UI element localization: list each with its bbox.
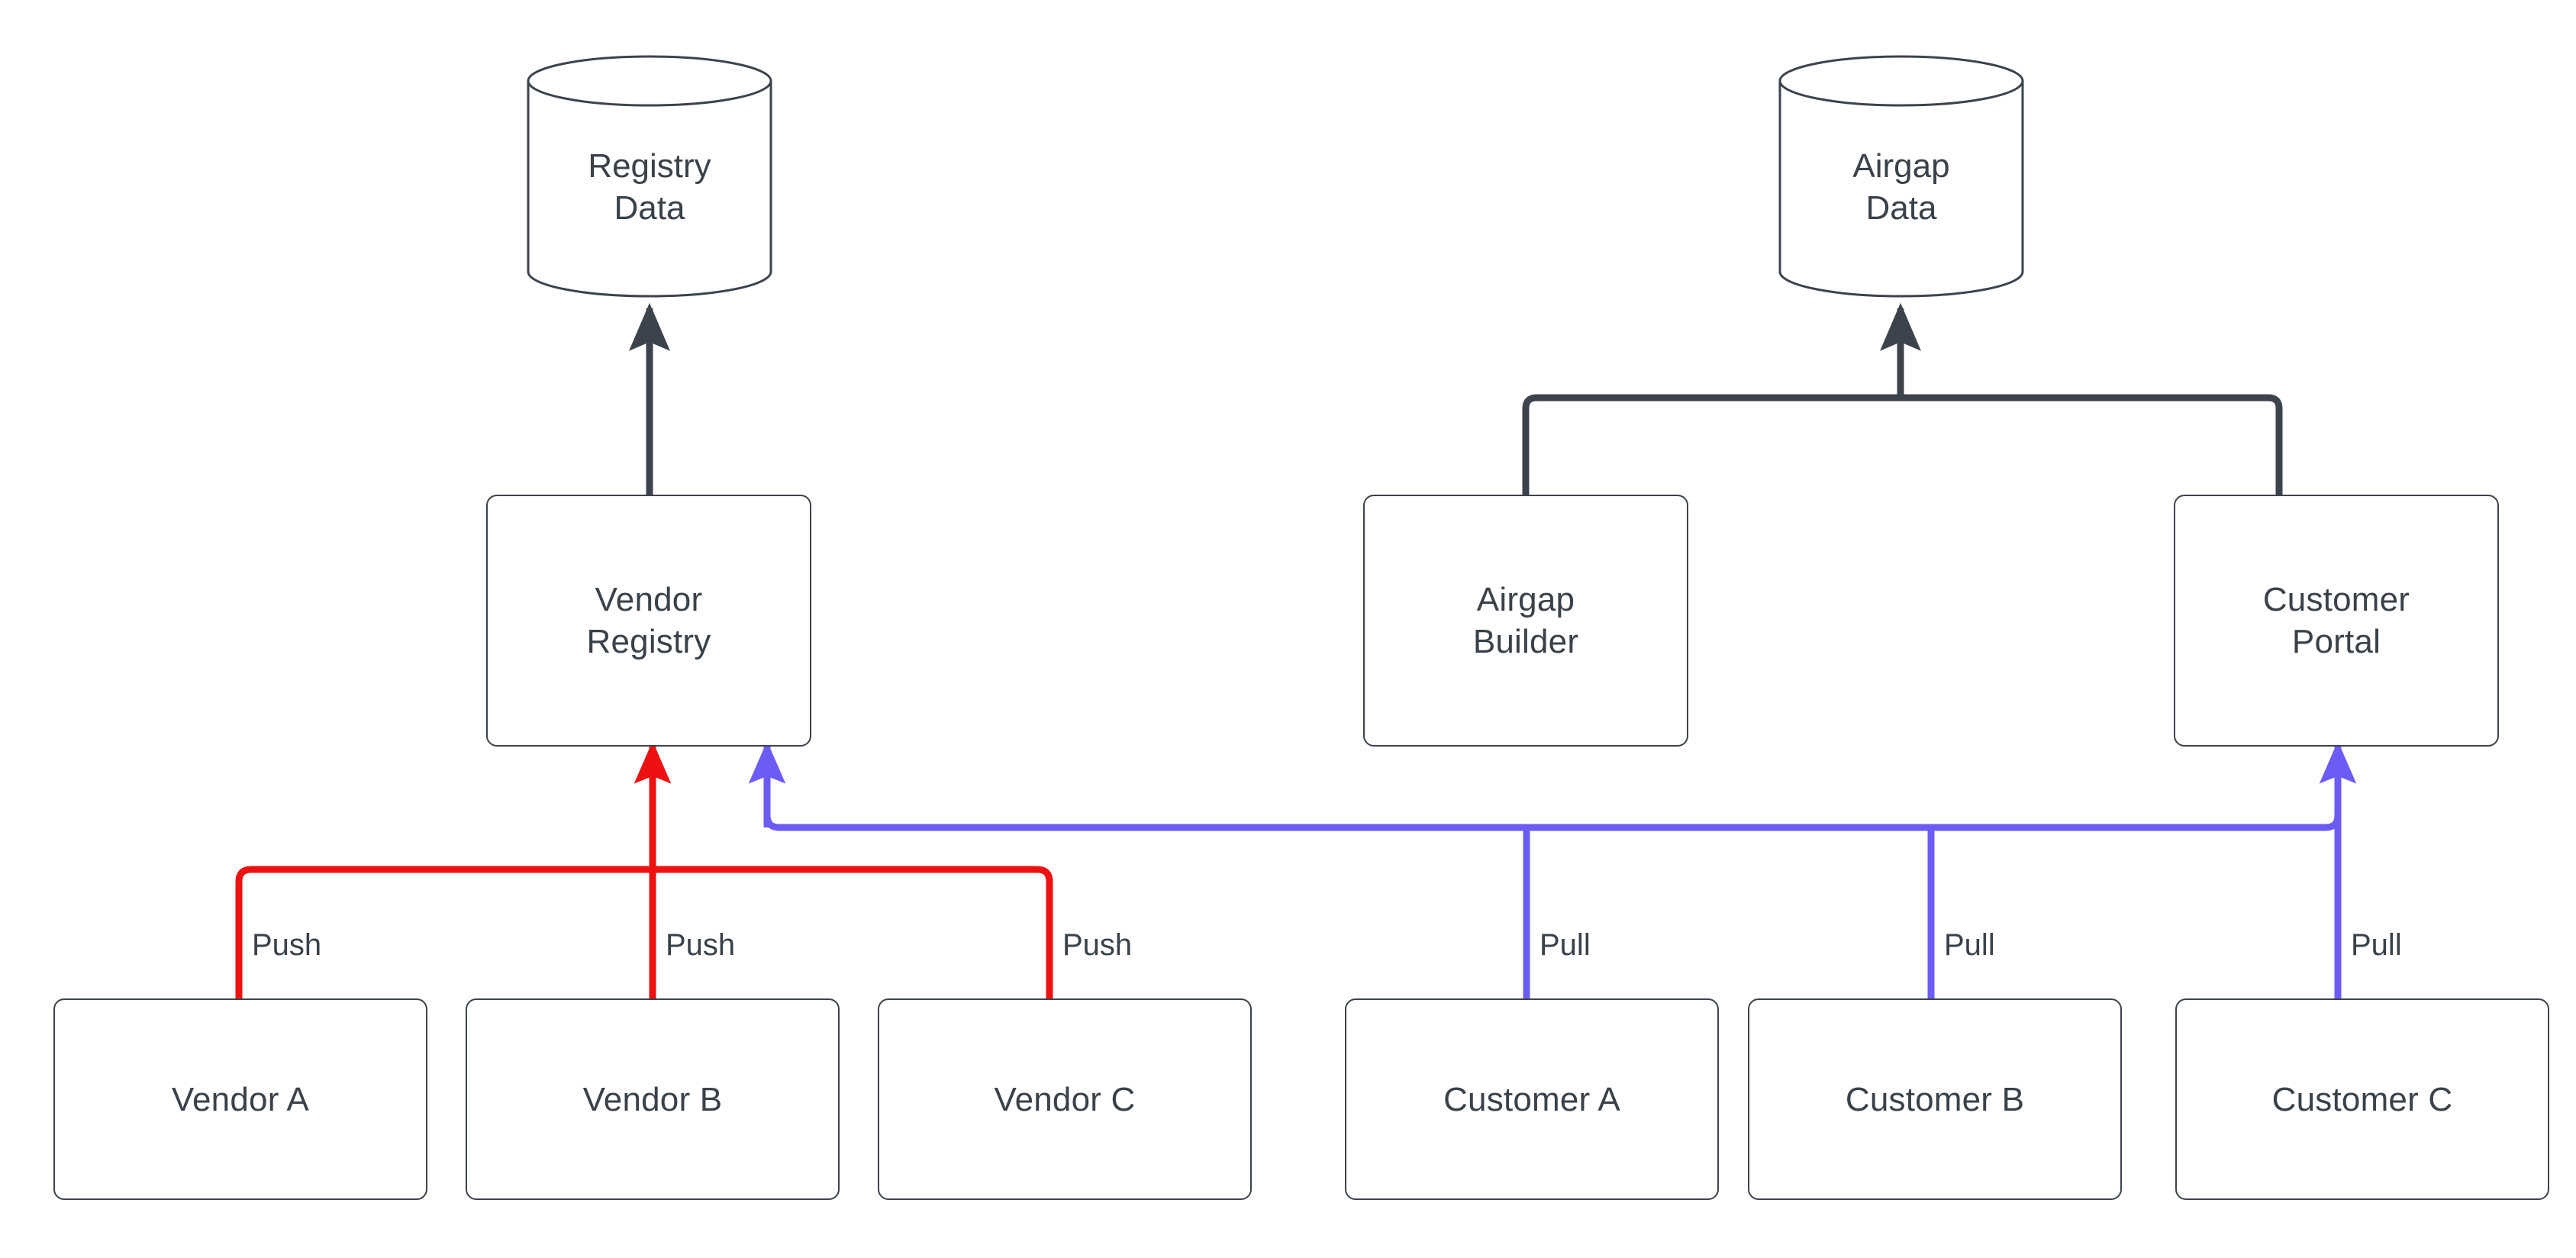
node-customer-a[interactable]: Customer A — [1345, 998, 1719, 1200]
node-label: Airgap Builder — [1472, 581, 1579, 660]
node-customer-b[interactable]: Customer B — [1748, 998, 2122, 1200]
node-registry-data[interactable]: Registry Data — [527, 55, 772, 298]
node-airgap-data[interactable]: Airgap Data — [1778, 55, 2024, 298]
edge-pull-bus — [748, 740, 2357, 998]
node-label: Customer Portal — [2262, 581, 2410, 660]
node-vendor-registry[interactable]: Vendor Registry — [486, 495, 811, 747]
node-airgap-builder[interactable]: Airgap Builder — [1363, 495, 1688, 747]
node-label: Customer A — [1443, 1080, 1620, 1118]
node-label: Airgap Data — [1852, 147, 1950, 227]
edge-airgap-bus-to-airgap-data — [1522, 302, 2283, 495]
edge-label-push-c: Push — [1062, 928, 1133, 962]
node-vendor-a[interactable]: Vendor A — [53, 998, 427, 1200]
node-customer-portal[interactable]: Customer Portal — [2174, 495, 2499, 747]
node-label: Customer C — [2271, 1080, 2453, 1118]
node-customer-c[interactable]: Customer C — [2175, 998, 2549, 1200]
cylinder-shape — [527, 55, 772, 298]
node-label: Vendor C — [994, 1080, 1136, 1118]
edge-label-push-b: Push — [666, 928, 736, 962]
edge-label-pull-c: Pull — [2351, 928, 2402, 962]
edge-label-pull-b: Pull — [1944, 928, 1995, 962]
node-vendor-c[interactable]: Vendor C — [878, 998, 1252, 1200]
edge-label-pull-a: Pull — [1539, 928, 1591, 962]
node-vendor-b[interactable]: Vendor B — [466, 998, 840, 1200]
node-label: Vendor B — [582, 1080, 723, 1118]
node-label: Customer B — [1845, 1080, 2025, 1118]
edge-label-push-a: Push — [252, 928, 322, 962]
cylinder-shape — [1778, 55, 2024, 298]
node-label: Vendor Registry — [586, 581, 711, 660]
node-label: Vendor A — [171, 1080, 310, 1118]
node-label: Registry Data — [588, 147, 711, 227]
edge-push-bus-to-vendor-registry — [235, 740, 1053, 998]
